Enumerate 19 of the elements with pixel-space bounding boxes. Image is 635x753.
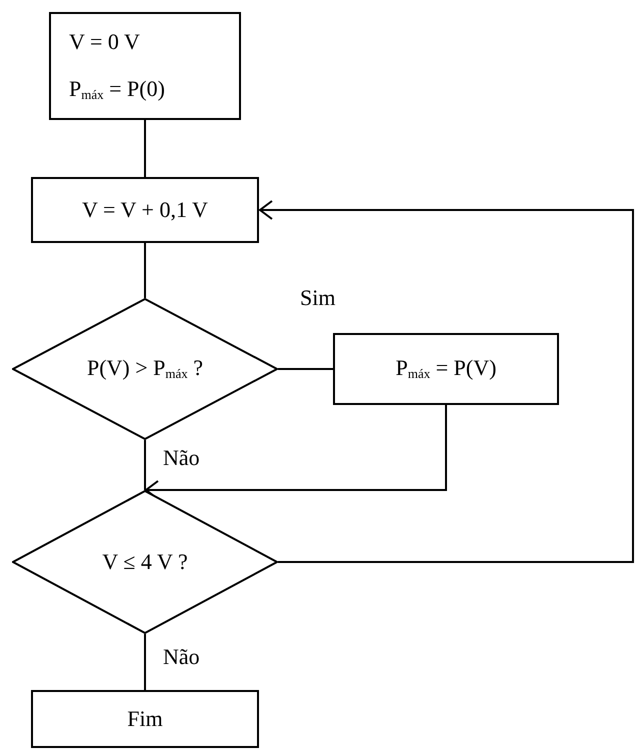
node-text: V = V + 0,1 V xyxy=(82,198,208,222)
connector-line xyxy=(144,634,146,690)
process-box xyxy=(49,12,241,120)
process-box xyxy=(31,177,259,243)
node-text: V ≤ 4 V ? xyxy=(102,550,188,574)
arrow xyxy=(259,200,634,563)
decision-diamond xyxy=(12,298,278,440)
connector-line xyxy=(278,368,333,370)
node-text: V = 0 V xyxy=(69,30,140,54)
connector-line xyxy=(144,243,146,298)
process-box xyxy=(31,690,259,748)
connector-line xyxy=(144,440,146,490)
connector-line xyxy=(144,120,146,177)
node-text: Fim xyxy=(127,706,163,732)
process-box xyxy=(333,333,559,405)
node-text: P$_{máx}$ = P(V) xyxy=(396,356,496,382)
node-text: P(V) > P$_{máx}$ ? xyxy=(86,356,204,382)
node-text: P$_{máx}$ = P(0) xyxy=(69,77,165,102)
decision-diamond xyxy=(12,490,278,634)
